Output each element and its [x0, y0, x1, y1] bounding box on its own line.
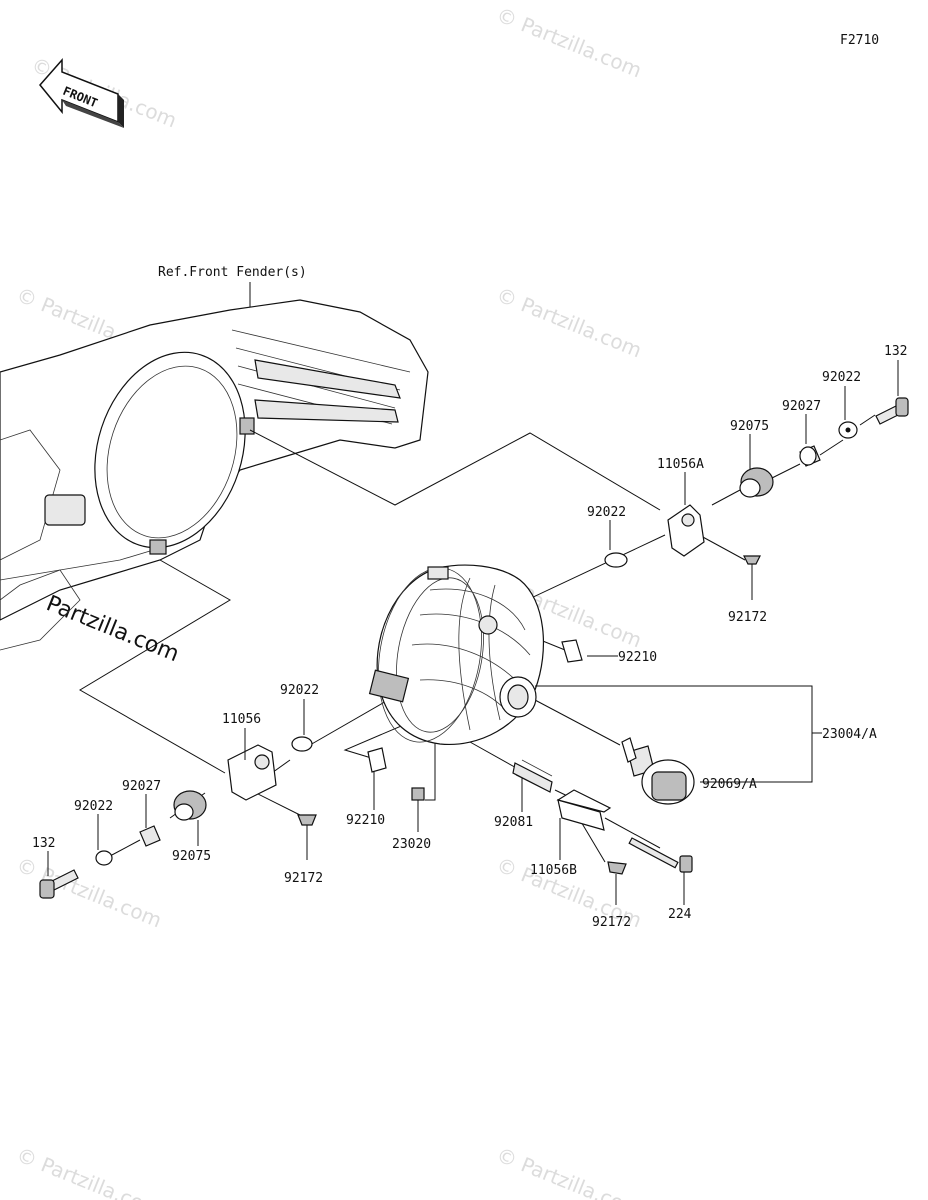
part-label[interactable]: 92069/A	[702, 777, 757, 792]
part-label[interactable]: 224	[668, 907, 692, 922]
part-label[interactable]: 92172	[728, 610, 767, 625]
part-label[interactable]: 92172	[592, 915, 631, 930]
front-arrow-icon: FRONT	[39, 58, 124, 128]
label-leaders	[47, 360, 899, 876]
part-label[interactable]: 11056A	[657, 457, 704, 472]
headlight-unit	[368, 564, 544, 746]
left-mount-hardware	[39, 736, 425, 899]
watermark: © Partzilla.com	[13, 1142, 165, 1200]
bulb	[621, 737, 695, 805]
part-label[interactable]: 23020	[392, 837, 431, 852]
part-label[interactable]: 23004/A	[822, 727, 877, 742]
part-label[interactable]: 92027	[782, 399, 821, 414]
part-label[interactable]: 92022	[587, 505, 626, 520]
part-label[interactable]: 11056	[222, 712, 261, 727]
right-mount-hardware	[561, 397, 909, 663]
watermark: © Partzilla.com	[493, 282, 645, 362]
part-label[interactable]: 92172	[284, 871, 323, 886]
bottom-hardware	[512, 759, 693, 905]
part-label[interactable]: 132	[884, 344, 907, 359]
figure-code: F2710	[840, 33, 879, 48]
watermark: © Partzilla.com	[493, 2, 645, 82]
callout-bracket	[535, 655, 822, 783]
ref-label: Ref.Front Fender(s)	[158, 265, 307, 280]
part-label[interactable]: 132	[32, 836, 55, 851]
watermark: © Partzilla.com	[13, 852, 165, 932]
part-label[interactable]: 92075	[730, 419, 769, 434]
part-label[interactable]: 92022	[74, 799, 113, 814]
part-label[interactable]: 92022	[280, 683, 319, 698]
part-labels: 132 92022 92027 92075 11056A 92022 92172…	[32, 344, 907, 930]
part-label[interactable]: 92022	[822, 370, 861, 385]
part-label[interactable]: 92210	[346, 813, 385, 828]
part-label[interactable]: 11056B	[530, 863, 577, 878]
part-label[interactable]: 92081	[494, 815, 533, 830]
part-label[interactable]: 92075	[172, 849, 211, 864]
watermark-layer: © Partzilla.com © Partzilla.com © Partzi…	[13, 2, 645, 1200]
front-fender-housing	[0, 299, 429, 651]
part-label[interactable]: 92027	[122, 779, 161, 794]
part-label[interactable]: 92210	[618, 650, 657, 665]
watermark: © Partzilla.com	[493, 1142, 645, 1200]
